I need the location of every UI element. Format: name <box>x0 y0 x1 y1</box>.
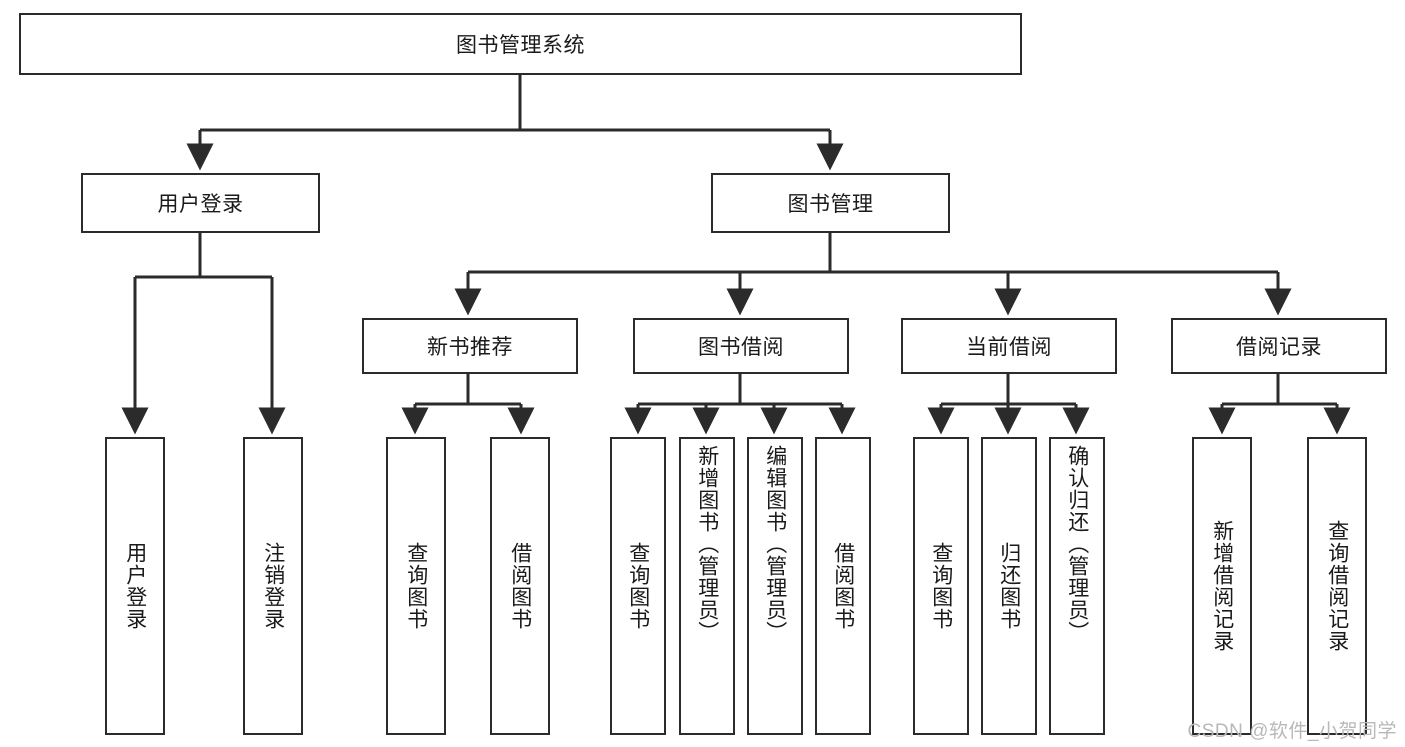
leaf-user-login-label: 用户登录 <box>123 542 147 630</box>
node-book-borrow[interactable]: 图书借阅 <box>633 318 849 374</box>
node-book-borrow-label: 图书借阅 <box>698 336 784 359</box>
leaf-user-logout[interactable]: 注销登录 <box>243 437 303 735</box>
leaf-confirm-return-admin-label: 确认归还（管理员） <box>1065 445 1089 643</box>
leaf-confirm-return-admin[interactable]: 确认归还（管理员） <box>1049 437 1105 735</box>
leaf-add-book-admin-label: 新增图书（管理员） <box>695 445 719 643</box>
leaf-borrow-book-label: 借阅图书 <box>831 542 855 630</box>
node-new-book-recommend[interactable]: 新书推荐 <box>362 318 578 374</box>
leaf-edit-book-admin[interactable]: 编辑图书（管理员） <box>747 437 803 735</box>
node-book-management-label: 图书管理 <box>787 193 874 216</box>
node-current-borrow[interactable]: 当前借阅 <box>901 318 1117 374</box>
leaf-add-book-admin[interactable]: 新增图书（管理员） <box>679 437 735 735</box>
leaf-add-borrow-record[interactable]: 新增借阅记录 <box>1192 437 1252 735</box>
leaf-borrow-book[interactable]: 借阅图书 <box>815 437 871 735</box>
leaf-edit-book-admin-label: 编辑图书（管理员） <box>763 445 787 643</box>
leaf-borrow-book-new[interactable]: 借阅图书 <box>490 437 550 735</box>
node-login[interactable]: 用户登录 <box>81 173 320 233</box>
leaf-return-book[interactable]: 归还图书 <box>981 437 1037 735</box>
node-book-management[interactable]: 图书管理 <box>711 173 950 233</box>
node-current-borrow-label: 当前借阅 <box>966 336 1052 359</box>
leaf-query-book-borrow[interactable]: 查询图书 <box>610 437 666 735</box>
watermark: CSDN @软件_小贺同学 <box>1187 721 1397 742</box>
node-new-book-recommend-label: 新书推荐 <box>427 336 513 359</box>
leaf-query-borrow-record-label: 查询借阅记录 <box>1325 520 1349 652</box>
node-borrow-records[interactable]: 借阅记录 <box>1171 318 1387 374</box>
leaf-user-logout-label: 注销登录 <box>261 542 285 630</box>
node-login-label: 用户登录 <box>157 193 244 216</box>
leaf-borrow-book-new-label: 借阅图书 <box>508 542 532 630</box>
leaf-return-book-label: 归还图书 <box>997 542 1021 630</box>
leaf-add-borrow-record-label: 新增借阅记录 <box>1210 520 1234 652</box>
leaf-user-login[interactable]: 用户登录 <box>105 437 165 735</box>
leaf-query-book-current[interactable]: 查询图书 <box>913 437 969 735</box>
leaf-query-book-current-label: 查询图书 <box>929 542 953 630</box>
leaf-query-book-new-label: 查询图书 <box>404 542 428 630</box>
leaf-query-book-new[interactable]: 查询图书 <box>386 437 446 735</box>
leaf-query-borrow-record[interactable]: 查询借阅记录 <box>1307 437 1367 735</box>
leaf-query-book-borrow-label: 查询图书 <box>626 542 650 630</box>
node-root[interactable]: 图书管理系统 <box>19 13 1022 75</box>
node-root-label: 图书管理系统 <box>456 34 585 57</box>
node-borrow-records-label: 借阅记录 <box>1236 336 1322 359</box>
